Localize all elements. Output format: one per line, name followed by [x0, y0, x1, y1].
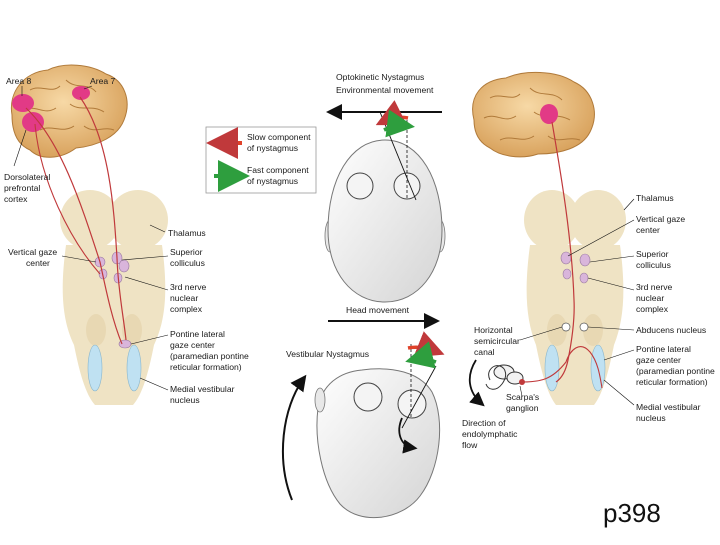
label-sc-left-2: colliculus [170, 258, 205, 268]
label-scarpa-1: Scarpa's [506, 392, 539, 402]
label-thalamus-left: Thalamus [168, 228, 206, 238]
center-panel: Optokinetic Nystagmus Environmental move… [205, 72, 446, 519]
label-3rd-right-1: 3rd nerve [636, 282, 673, 292]
label-3rd-left-1: 3rd nerve [170, 282, 207, 292]
label-dlpfc-1: Dorsolateral [4, 172, 50, 182]
label-3rd-right-2: nuclear [636, 293, 664, 303]
right-brainstem [524, 190, 626, 405]
label-vgc-left-2: center [26, 258, 50, 268]
label-hsc-2: semicircular [474, 336, 520, 346]
vn-title: Vestibular Nystagmus [286, 349, 369, 359]
label-3rd-right-3: complex [636, 304, 669, 314]
right-3rd-nucleus [579, 272, 589, 284]
okn-head [324, 100, 446, 303]
right-cortex-spot [540, 104, 558, 124]
right-abducens-left [561, 322, 571, 332]
label-pplg-right-2: gaze center [636, 355, 681, 365]
label-hsc-1: Horizontal [474, 325, 513, 335]
label-vgc-left-1: Vertical gaze [8, 247, 57, 257]
dlpfc-spot [22, 112, 44, 132]
left-panel: Area 8 Area 7 Dorsolateral prefrontal co… [4, 64, 249, 405]
legend-slow-2: of nystagmus [247, 143, 298, 153]
right-pathway-vestibular [521, 346, 603, 389]
area8-spot [12, 94, 34, 112]
head-movement-label: Head movement [346, 305, 410, 315]
label-area7: Area 7 [90, 76, 116, 86]
label-mvn-left-2: nucleus [170, 395, 200, 405]
left-mvn-right [126, 344, 142, 392]
legend-fast-2: of nystagmus [247, 176, 298, 186]
right-abducens-right [579, 322, 589, 332]
okn-slow-arrow [375, 100, 409, 126]
label-pplg-left-1: Pontine lateral [170, 329, 225, 339]
label-3rd-left-3: complex [170, 304, 203, 314]
left-pathway-area7 [79, 96, 127, 341]
right-sc-nucleus [579, 253, 591, 267]
left-brainstem [60, 190, 168, 405]
label-pplg-left-4: reticular formation) [170, 362, 242, 372]
area7-spot [72, 86, 90, 100]
label-abducens: Abducens nucleus [636, 325, 706, 335]
label-scarpa-2: ganglion [506, 403, 539, 413]
label-dlpfc-2: prefrontal [4, 183, 40, 193]
vn-fast-arrow [405, 341, 437, 369]
vn-eye-rotation-arrow [398, 417, 418, 454]
label-sc-left-1: Superior [170, 247, 203, 257]
label-thalamus-right: Thalamus [636, 193, 674, 203]
scarpa-ganglion-dot [519, 379, 525, 385]
legend-fast-1: Fast component [247, 165, 309, 175]
label-pplg-left-3: (paramedian pontine [170, 351, 249, 361]
label-mvn-right-1: Medial vestibular [636, 402, 701, 412]
okn-fast-arrow [383, 109, 415, 138]
label-pplg-right-4: reticular formation) [636, 377, 708, 387]
page-number: p398 [603, 498, 661, 528]
left-pathway-area8 [25, 107, 123, 345]
right-pathway-cortex [551, 121, 575, 383]
label-sc-right-1: Superior [636, 249, 669, 259]
right-mvn-left [544, 344, 560, 392]
label-vgc-right-2: center [636, 225, 660, 235]
vn-slow-arrow [407, 331, 445, 358]
label-mvn-right-2: nucleus [636, 413, 666, 423]
right-panel: Thalamus Vertical gaze center Superior c… [462, 71, 715, 450]
label-pplg-right-1: Pontine lateral [636, 344, 691, 354]
label-endo-1: Direction of [462, 418, 506, 428]
vn-head-rotation-arrow [282, 374, 307, 501]
legend-slow-1: Slow component [247, 132, 311, 142]
label-dlpfc-3: cortex [4, 194, 28, 204]
vn-head [282, 331, 445, 519]
okn-title: Optokinetic Nystagmus [336, 72, 424, 82]
label-mvn-left-1: Medial vestibular [170, 384, 235, 394]
label-pplg-right-3: (paramedian pontine [636, 366, 715, 376]
label-area8: Area 8 [6, 76, 32, 86]
semicircular-canal [468, 359, 525, 407]
right-brain [472, 71, 595, 158]
vn-left-eye [353, 382, 383, 412]
label-hsc-3: canal [474, 347, 495, 357]
label-endo-2: endolymphatic [462, 429, 518, 439]
endolymphatic-flow-arrow [468, 359, 485, 407]
nystagmus-legend: Slow component of nystagmus Fast compone… [205, 126, 317, 194]
label-3rd-left-2: nuclear [170, 293, 198, 303]
okn-subtitle: Environmental movement [336, 85, 434, 95]
label-vgc-right-1: Vertical gaze [636, 214, 685, 224]
left-mvn-left [87, 344, 103, 392]
label-endo-3: flow [462, 440, 478, 450]
vn-right-eye [397, 389, 427, 419]
label-sc-right-2: colliculus [636, 260, 671, 270]
okn-left-eye [346, 172, 374, 200]
label-pplg-left-2: gaze center [170, 340, 215, 350]
